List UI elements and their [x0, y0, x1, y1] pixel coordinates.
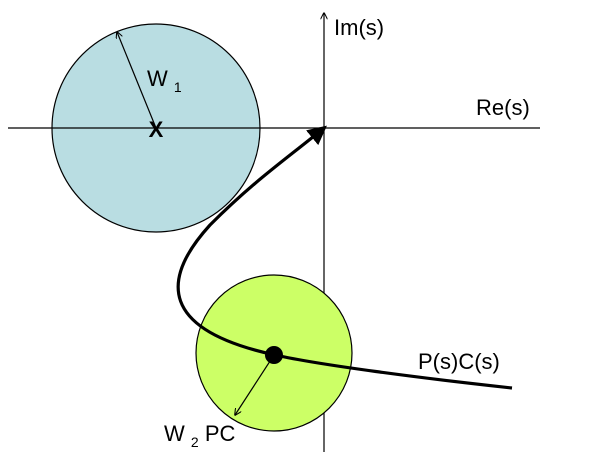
- curve-point-marker: [265, 346, 283, 364]
- w2pc-label-suffix: PC: [205, 421, 236, 446]
- curve-label: P(s)C(s): [418, 349, 500, 374]
- w1-label-subscript: 1: [174, 79, 182, 95]
- critical-point-marker: X: [149, 117, 164, 142]
- real-axis-label: Re(s): [476, 95, 530, 120]
- w1-label: W 1: [147, 66, 182, 95]
- nyquist-curve: [176, 125, 513, 390]
- w1-radius-arrow: [117, 32, 157, 129]
- imaginary-axis-label: Im(s): [334, 15, 384, 40]
- w2pc-label: W 2 PC: [164, 421, 235, 452]
- w2pc-radius-arrow: [235, 354, 275, 415]
- w2pc-label-subscript: 2: [191, 434, 199, 450]
- w2pc-label-prefix: W: [164, 421, 185, 446]
- w1-label-main: W: [147, 66, 168, 91]
